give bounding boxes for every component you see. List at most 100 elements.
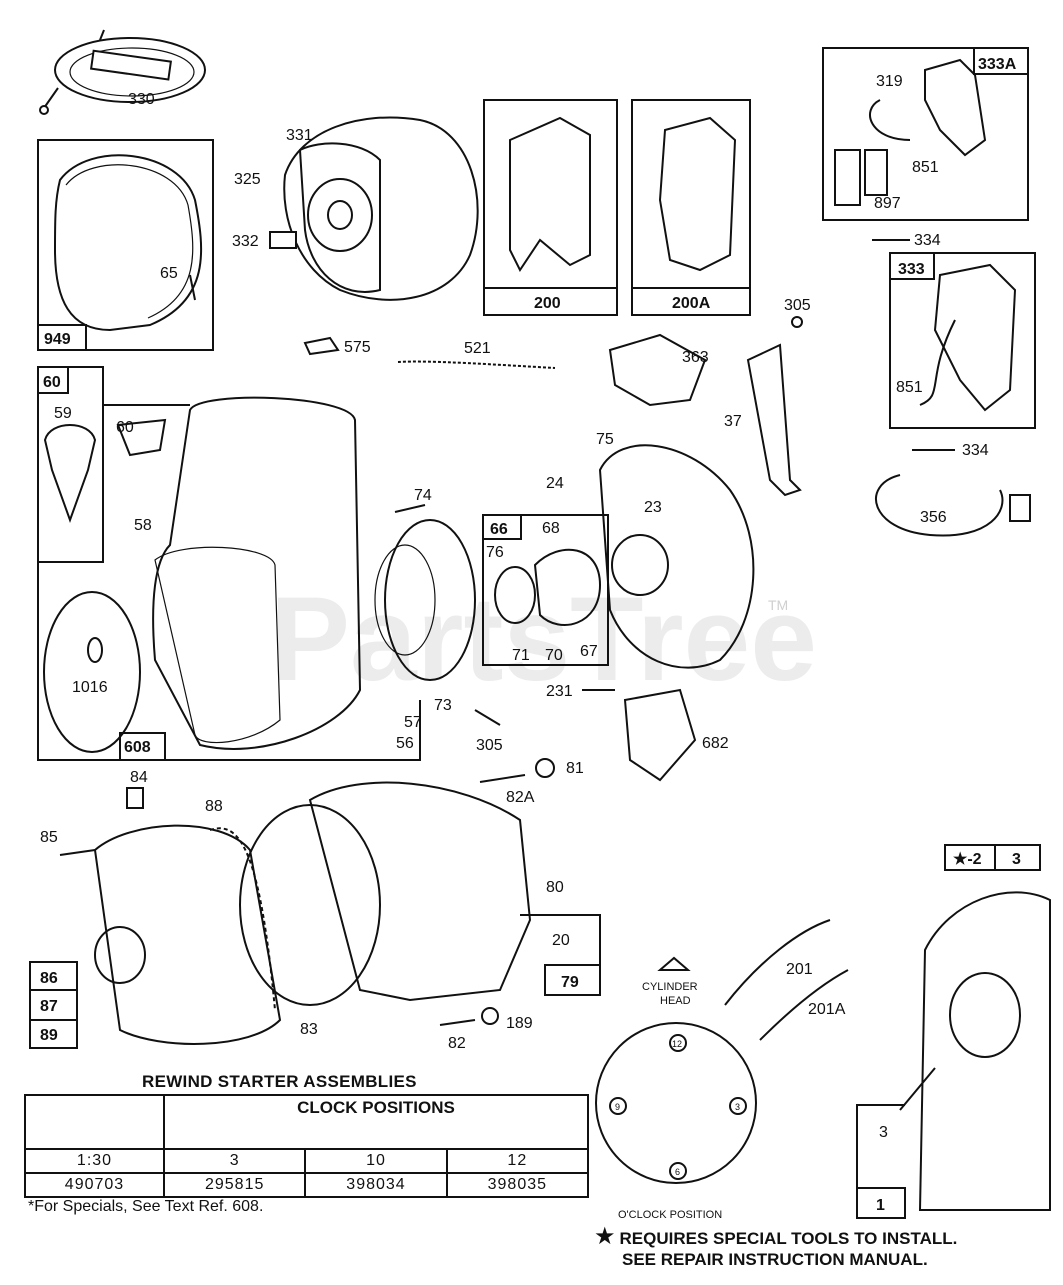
label-74: 74: [414, 487, 432, 504]
label-682: 682: [702, 735, 729, 752]
label-325: 325: [234, 171, 261, 188]
label-1016: 1016: [72, 679, 108, 696]
label-83: 83: [300, 1021, 318, 1038]
label-305-b: 305: [476, 737, 503, 754]
label-231: 231: [546, 683, 573, 700]
clock-head-line2: HEAD: [660, 995, 691, 1007]
table-pos-3: 12: [445, 1148, 590, 1174]
table-part-2: 398034: [304, 1172, 448, 1198]
label-608: 608: [124, 739, 151, 756]
label-23: 23: [644, 499, 662, 516]
label-200: 200: [534, 295, 561, 312]
label-star-2: ★-2: [953, 851, 982, 868]
part-82A-screw: [479, 774, 526, 783]
label-80: 80: [546, 879, 564, 896]
part-189-washer: [481, 1007, 499, 1025]
label-189: 189: [506, 1015, 533, 1032]
label-87: 87: [40, 998, 58, 1015]
table-part-0: 490703: [24, 1172, 165, 1198]
part-333-box: [889, 252, 1036, 429]
starter-table-grid: CLOCK POSITIONS 1:30 3 10 12 490703 2958…: [24, 1094, 590, 1198]
table-title: REWIND STARTER ASSEMBLIES: [142, 1072, 417, 1091]
label-60-box: 60: [43, 374, 61, 391]
label-575: 575: [344, 339, 371, 356]
label-319: 319: [876, 73, 903, 90]
part-949-box: [37, 139, 214, 351]
label-356: 356: [920, 509, 947, 526]
label-82: 82: [448, 1035, 466, 1052]
label-330: 330: [128, 91, 155, 108]
table-header-clock-positions: CLOCK POSITIONS: [163, 1094, 589, 1150]
label-201: 201: [786, 961, 813, 978]
label-20: 20: [552, 932, 570, 949]
table-part-1: 295815: [162, 1172, 307, 1198]
part-200A-box: [631, 99, 751, 316]
watermark: PartsTree: [270, 572, 817, 706]
label-75: 75: [596, 431, 614, 448]
part-74-screw: [394, 504, 426, 513]
clock-position-disk: [595, 956, 757, 1184]
clock-pos-12: 12: [672, 1039, 682, 1049]
table-part-3: 398035: [445, 1172, 590, 1198]
part-86-87-89-box: [29, 961, 78, 1049]
label-200A: 200A: [672, 295, 711, 312]
label-851-b: 851: [896, 379, 923, 396]
part-200-box: [483, 99, 618, 316]
clock-pos-6: 6: [675, 1167, 680, 1177]
star-icon: ★: [594, 1223, 616, 1250]
part-37-bracket: [746, 343, 802, 497]
label-521: 521: [464, 340, 491, 357]
part-575: [303, 336, 340, 356]
table-header-empty: [24, 1094, 165, 1150]
label-332: 332: [232, 233, 259, 250]
label-85: 85: [40, 829, 58, 846]
part-305-a: [791, 316, 803, 328]
clock-pos-3: 3: [735, 1102, 740, 1112]
label-79: 79: [561, 974, 579, 991]
part-cover: [93, 824, 282, 1045]
label-58: 58: [134, 517, 152, 534]
label-82A: 82A: [506, 789, 535, 806]
part-325-flywheel-screen: [269, 116, 479, 301]
label-305-a: 305: [784, 297, 811, 314]
label-88: 88: [205, 798, 223, 815]
label-334-a: 334: [914, 232, 941, 249]
special-line2: SEE REPAIR INSTRUCTION MANUAL.: [622, 1250, 928, 1269]
part-201: [724, 919, 831, 1006]
label-60: 60: [116, 419, 134, 436]
table-pos-2: 10: [304, 1148, 448, 1174]
label-71: 71: [512, 647, 530, 664]
label-3: 3: [879, 1124, 888, 1141]
label-363: 363: [682, 349, 709, 366]
label-333A: 333A: [978, 56, 1017, 73]
label-67: 67: [580, 643, 598, 660]
part-363-bracket: [608, 333, 707, 407]
part-608-box: [37, 396, 421, 761]
part-84: [126, 787, 144, 809]
part-1-box: [856, 844, 1051, 1219]
part-682-flange: [623, 688, 697, 782]
label-333: 333: [898, 261, 925, 278]
clock-head-line1: CYLINDER: [642, 981, 698, 993]
label-897: 897: [874, 195, 901, 212]
clock-pos-9: 9: [615, 1102, 620, 1112]
part-73-pulley: [374, 519, 476, 681]
label-949: 949: [44, 331, 71, 348]
label-73: 73: [434, 697, 452, 714]
clock-caption: O'CLOCK POSITION: [618, 1209, 722, 1221]
specials-note: *For Specials, See Text Ref. 608.: [28, 1198, 264, 1215]
part-330-wire-coil: [39, 29, 206, 115]
part-356-loop: [875, 474, 1031, 537]
label-66: 66: [490, 521, 508, 538]
label-57: 57: [404, 714, 422, 731]
watermark-tm: TM: [768, 597, 788, 613]
table-pos-1: 3: [162, 1148, 307, 1174]
label-89: 89: [40, 1027, 58, 1044]
label-76: 76: [486, 544, 504, 561]
label-1: 1: [876, 1197, 885, 1214]
label-86: 86: [40, 970, 58, 987]
part-85-screw: [59, 849, 96, 856]
label-3-box: 3: [1012, 851, 1021, 868]
